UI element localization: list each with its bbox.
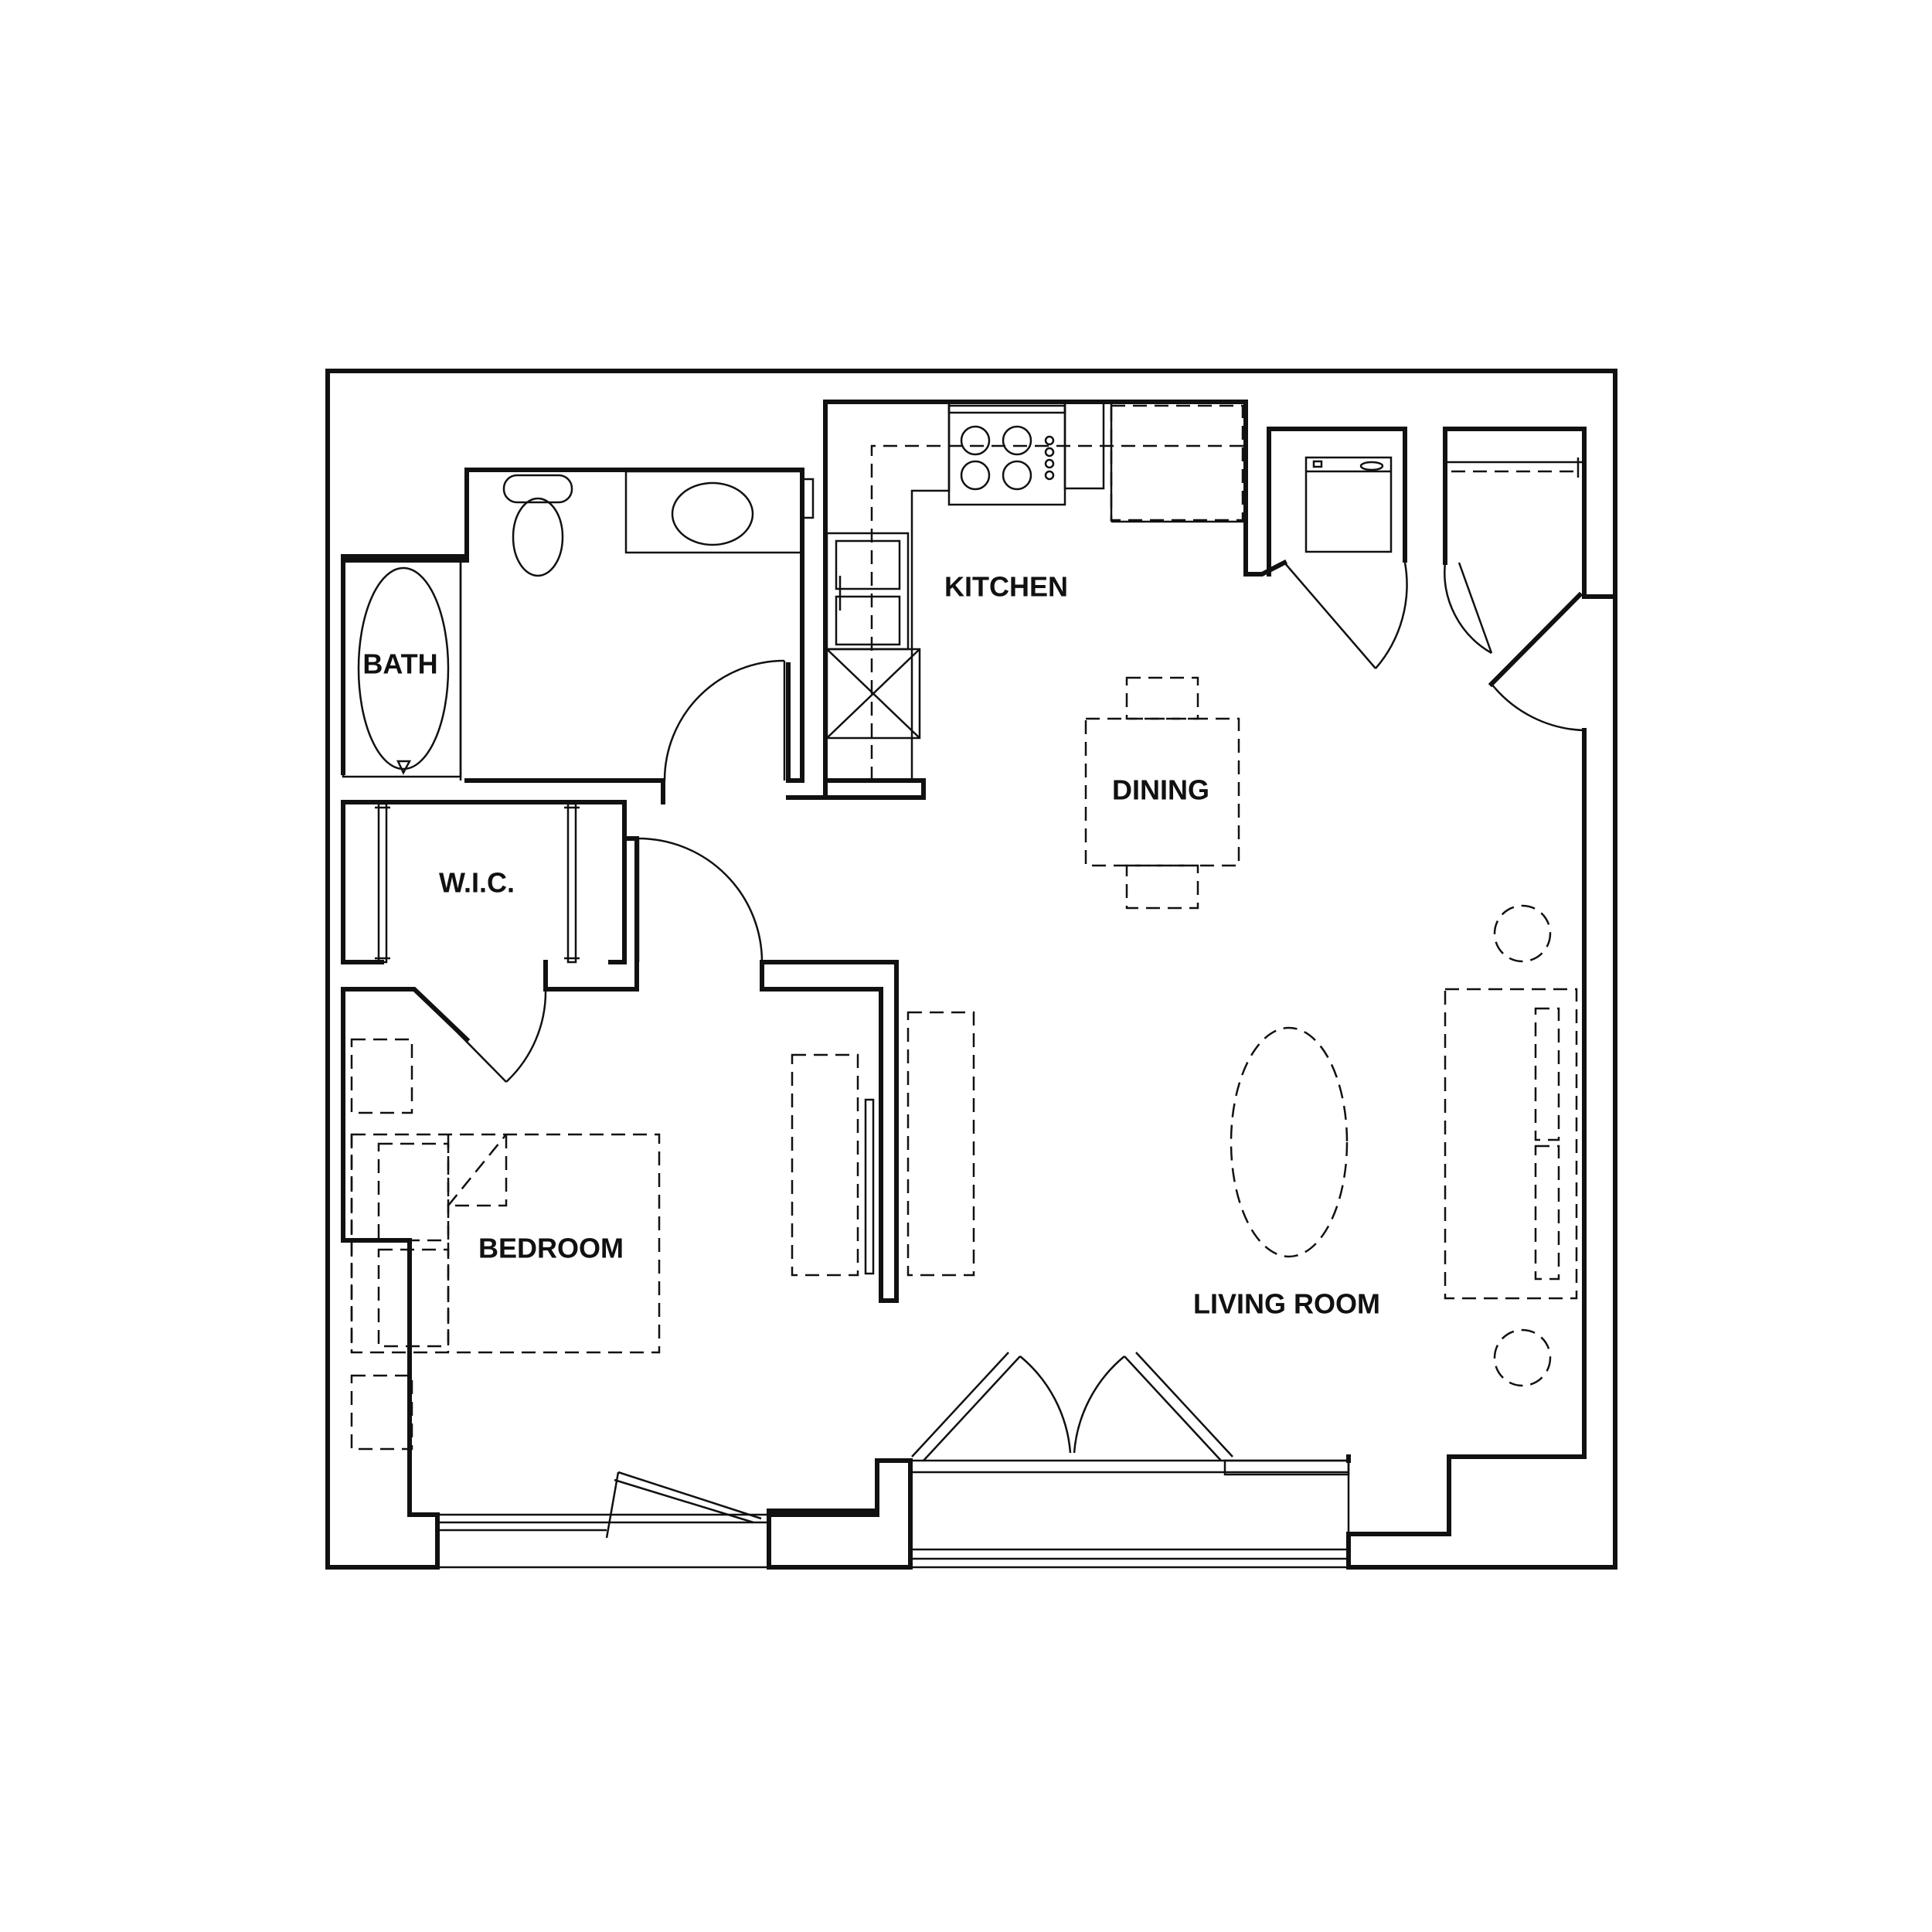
dining-chair <box>1125 864 1199 910</box>
coffee-table <box>1230 1026 1349 1258</box>
room-label-bath: BATH <box>362 648 437 680</box>
side-table <box>1493 904 1552 963</box>
doors <box>417 562 1585 1539</box>
kitchen-fixtures <box>825 400 1246 781</box>
toilet-bowl <box>512 497 564 577</box>
windows <box>436 1459 1350 1569</box>
furniture <box>350 676 1578 1451</box>
laundry <box>1304 456 1584 553</box>
room-label-bedroom: BEDROOM <box>478 1233 624 1264</box>
interior-walls <box>341 558 926 1517</box>
washer-dryer <box>1304 456 1393 553</box>
room-label-kitchen: KITCHEN <box>944 571 1068 603</box>
exterior-walls <box>325 369 1617 1570</box>
bathroom-fixtures <box>342 470 815 781</box>
sofa <box>1444 988 1578 1300</box>
nightstand <box>350 1374 413 1451</box>
tub-basin <box>357 566 450 770</box>
sink <box>671 481 754 546</box>
tub-drain <box>396 760 412 775</box>
dining-chair <box>1125 676 1199 720</box>
dresser <box>791 1053 859 1277</box>
nightstand <box>350 1038 413 1114</box>
room-label-living-room: LIVING ROOM <box>1193 1288 1380 1320</box>
room-label-dining: DINING <box>1112 774 1209 806</box>
toilet-tank <box>502 474 573 504</box>
room-label-wic: W.I.C. <box>439 867 515 899</box>
dishwasher <box>1110 404 1244 522</box>
pillow <box>377 1142 450 1242</box>
side-table <box>1493 1328 1552 1387</box>
room-labels: BATH KITCHEN DINING W.I.C. BEDROOM LIVIN… <box>362 571 1380 1320</box>
pillow <box>377 1248 450 1348</box>
wic-rods <box>375 802 580 964</box>
media-console <box>906 1011 975 1277</box>
